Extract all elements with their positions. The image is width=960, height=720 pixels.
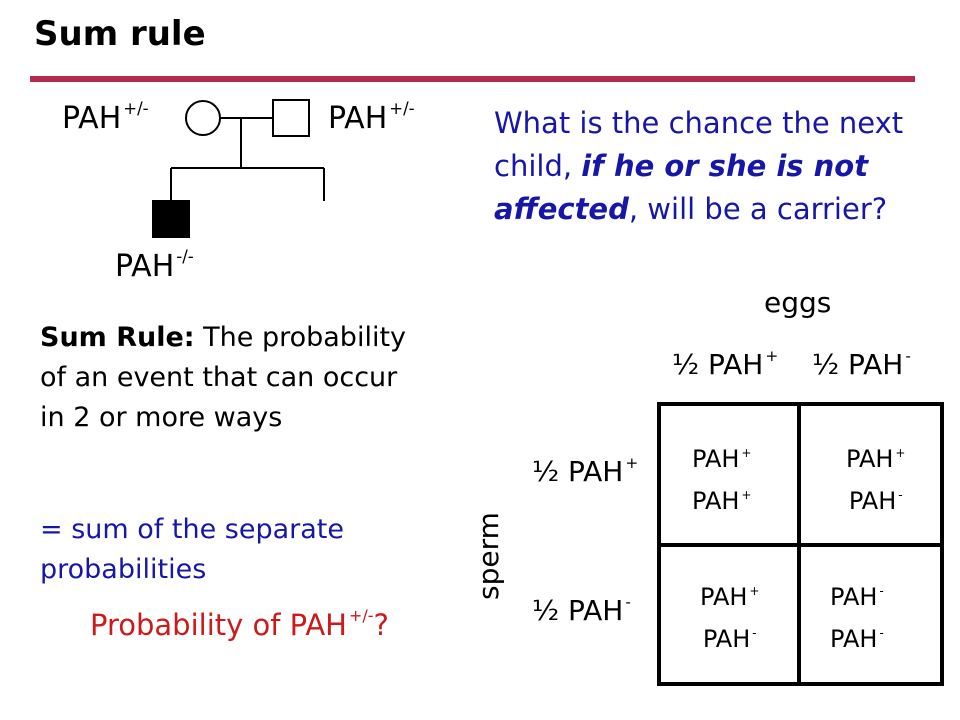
eggs-label: eggs [764,286,832,319]
egg-allele-plus: ½ PAH+ [672,346,779,381]
question-text: What is the chance the next child, if he… [494,106,904,226]
punnett-cell-plus-minus: PAH+ PAH- [846,445,906,515]
punnett-cell-minus-minus: PAH- PAH- [830,583,884,653]
child-genotype-label: PAH-/- [115,246,194,284]
punnett-cell-minus-plus: PAH+ PAH- [700,583,760,653]
mother-genotype-label: PAH+/- [62,98,149,136]
father-symbol [272,99,310,137]
punnett-cell-plus-plus: PAH+ PAH+ [692,445,752,515]
probability-question: Probability of PAH+/-? [90,606,389,642]
sperm-allele-minus: ½ PAH- [532,592,631,627]
sum-rule-definition: Sum Rule: The probability of an event th… [40,322,407,433]
title-divider [30,76,915,82]
father-genotype-label: PAH+/- [328,98,415,136]
page-title: Sum rule [34,14,206,54]
sperm-allele-plus: ½ PAH+ [532,453,639,488]
egg-allele-minus: ½ PAH- [812,346,911,381]
affected-child-symbol [152,200,190,238]
sum-rule-continuation: = sum of the separate probabilities [40,514,344,585]
